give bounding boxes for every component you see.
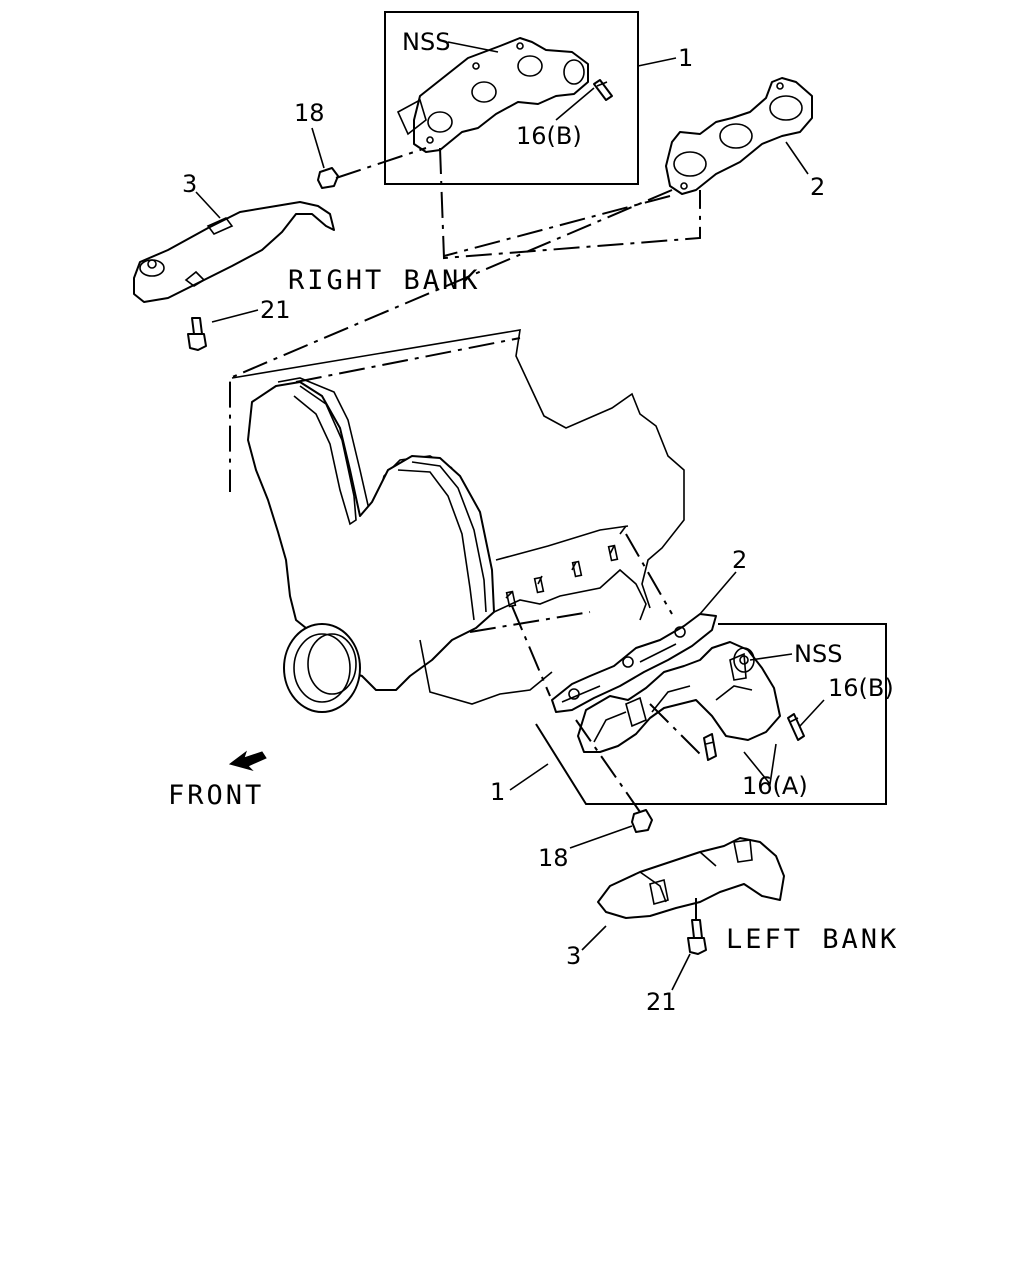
leader-right-cover: [195, 191, 221, 219]
label-left-stud-a: 16(A): [742, 772, 808, 800]
label-left-cover: 3: [566, 942, 581, 970]
leader-right-manifold: [637, 57, 677, 67]
phantom-left-gasket-to-head-1: [511, 605, 551, 697]
phantom-left-stud-a: [649, 703, 705, 759]
label-left-gasket: 2: [732, 546, 747, 574]
leader-left-cover: [581, 925, 607, 951]
right-bolt-21: [187, 317, 207, 351]
left-heat-shield-3: [597, 837, 785, 919]
leader-left-stud-b: [799, 699, 825, 727]
label-left-nut: 18: [538, 844, 569, 872]
label-right-nss: NSS: [402, 28, 450, 56]
leader-left-manifold: [509, 763, 549, 791]
label-right-stud: 16(B): [516, 122, 582, 150]
right-exhaust-manifold: [396, 37, 589, 153]
phantom-left-nut: [575, 719, 641, 813]
phantom-nut-to-manifold: [335, 147, 427, 179]
leader-right-bolt: [211, 309, 259, 323]
leader-left-gasket: [699, 571, 737, 615]
right-bank-group: [133, 11, 813, 492]
left-manifold-gasket: [551, 613, 717, 713]
phantom-manifold-to-gasket: [439, 147, 701, 260]
label-right-gasket: 2: [810, 173, 825, 201]
right-nut-18: [317, 167, 339, 189]
engine-block: [231, 329, 685, 713]
right-manifold-callout-box: [384, 11, 639, 185]
leader-left-nss: [749, 653, 793, 661]
leader-left-stud-a: [743, 743, 777, 786]
front-arrow-icon: [228, 750, 267, 771]
left-stud-16a: [703, 733, 717, 761]
phantom-left-gasket-to-head-2: [625, 533, 673, 615]
left-nut-18: [631, 809, 653, 833]
leader-left-bolt: [671, 953, 691, 991]
right-heat-shield-3: [133, 201, 335, 303]
label-right-bolt: 21: [260, 296, 291, 324]
right-manifold-gasket: [665, 77, 813, 195]
label-left-bank: LEFT BANK: [726, 924, 899, 955]
label-left-manifold: 1: [490, 778, 505, 806]
label-front: FRONT: [168, 780, 264, 811]
leader-right-gasket: [785, 141, 809, 175]
left-stud-16b: [787, 713, 805, 741]
left-bank-group: [509, 533, 887, 991]
leader-right-nss: [447, 41, 499, 53]
leader-right-nut: [311, 127, 325, 169]
label-left-bolt: 21: [646, 988, 677, 1016]
label-right-nut: 18: [294, 99, 325, 127]
left-manifold-callout-box: [535, 623, 887, 805]
left-exhaust-manifold: [577, 641, 781, 753]
right-stud-16b: [593, 79, 613, 101]
leader-left-nut: [569, 825, 633, 849]
label-right-bank: RIGHT BANK: [288, 265, 481, 296]
label-left-nss: NSS: [794, 640, 842, 668]
left-bolt-21: [687, 919, 707, 955]
label-left-stud-b: 16(B): [828, 674, 894, 702]
label-right-manifold: 1: [678, 44, 693, 72]
label-right-cover: 3: [182, 170, 197, 198]
leader-right-stud: [555, 87, 595, 121]
phantom-gasket-to-head: [443, 195, 671, 257]
